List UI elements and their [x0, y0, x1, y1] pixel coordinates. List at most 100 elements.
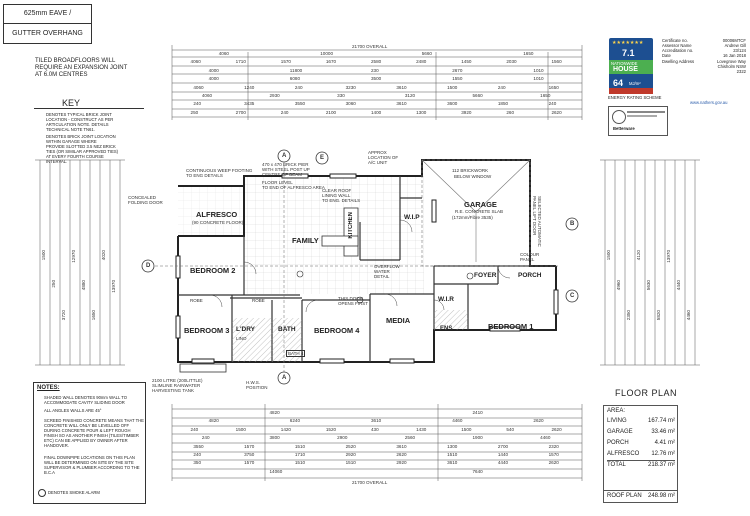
- a6-line2: SLIMLINE RAINWATER: [152, 383, 201, 388]
- top-dim-r2-3: 1670: [325, 59, 337, 65]
- key-item1-line3: ARTICULATION NOTE. DETAILS: [46, 122, 109, 127]
- nathers-url: www.nathers.gov.au: [690, 100, 728, 105]
- area-label: AREA:: [607, 408, 626, 414]
- bottom-dim-r5-5: 1300: [447, 443, 458, 449]
- bottom-dim-r3-2: 1420: [280, 426, 291, 432]
- rainwater-tank: [179, 363, 227, 373]
- key-item1-line1: DENOTES TYPICAL BRICK JOINT: [46, 112, 112, 117]
- cert-k2: Assessor Name: [662, 43, 692, 48]
- a12-line3: DETAIL: [374, 274, 390, 279]
- a1-line3: CENTRE OF BEAM: [262, 172, 303, 177]
- a9-line2: PANEL LIFT DOOR: [532, 196, 537, 236]
- annotation-clear-roof: CLEAR ROOF LINING WALL TO ENG. DETAILS: [322, 188, 360, 203]
- note4-line1: FINAL DOWNPIPE LOCATIONS ON THIS PLAN: [44, 455, 135, 460]
- bottom-dim-r5-4: 3610: [396, 443, 407, 449]
- bottom-dim-r4-0: 240: [201, 435, 210, 441]
- bottom-dim-r3-7: 540: [506, 426, 514, 432]
- a3-line2: FOLDING DOOR: [128, 200, 163, 205]
- a5-line1: CONTINUOUS WEEP FOOTING: [186, 168, 253, 173]
- key-item2-line3: PROVIDE SLOTTED 3.5 NEZ BRICK: [46, 144, 116, 149]
- right-dim-7: 4440: [676, 280, 681, 291]
- a6-line1: 2100 LITRE (200LITTLE): [152, 378, 203, 383]
- bottom-dim-r2-0: 4820: [208, 418, 219, 424]
- bottom-dim-r6-6: 1440: [497, 452, 509, 457]
- top-dim-r7-6: 1850: [497, 101, 509, 107]
- kitchen-island: [321, 235, 359, 247]
- left-dim-0: 1500: [41, 250, 46, 261]
- top-dim-r2-5: 2480: [416, 59, 427, 65]
- a10-line3: TO ENG. DETAILS: [322, 198, 361, 203]
- annotation-overflow: OVERFLOW WATER DETAIL: [374, 264, 400, 279]
- room-garage: GARAGE: [464, 200, 497, 209]
- top-dim-r1-0: 4060: [218, 51, 229, 56]
- annotation-folding-door: CONCEALED FOLDING DOOR: [128, 195, 163, 205]
- betterware-badge: Betterware: [608, 106, 668, 136]
- bottom-dim-r4-1: 3800: [269, 435, 280, 441]
- top-dim-r3-3: 2670: [452, 67, 463, 73]
- area-alfresco-v: 12.76 m²: [651, 451, 675, 457]
- energy-value: 64: [613, 78, 624, 88]
- key-item-1: DENOTES TYPICAL BRICK JOINT LOCATION - C…: [46, 112, 136, 132]
- note-3: SCREED FINISHED CONCRETE MEANS THAT THE …: [44, 418, 144, 448]
- key-item1-line4: TECHNICAL NOTE TN61.: [46, 127, 95, 132]
- brand-line1: NATIONWIDE: [611, 61, 638, 66]
- a9-line1: SELECTED AUTOMATIC: [537, 196, 542, 247]
- note-4: FINAL DOWNPIPE LOCATIONS ON THIS PLAN WI…: [44, 455, 144, 475]
- a8-line2: OPENS FIRST: [338, 301, 369, 306]
- top-dim-r3-2: 230: [371, 67, 379, 73]
- marker-e-top: E: [320, 155, 325, 161]
- bottom-dimension-lines: [171, 404, 583, 481]
- annotation-floor-level: FLOOR LEVEL TO END OF ALFRESCO AREA: [262, 180, 325, 190]
- bottom-dim-r4-3: 2560: [404, 435, 416, 441]
- expansion-joint-note: TILED BROADFLOORS WILL REQUIRE AN EXPANS…: [35, 58, 145, 79]
- cert-k1: Certificate no.: [662, 38, 688, 43]
- left-dim-4: 4880: [81, 280, 86, 291]
- key-item2-line6: INTERVAL.: [46, 159, 68, 164]
- ensuite-floor: [434, 310, 468, 330]
- top-dim-r5-0: 4060: [193, 84, 204, 90]
- top-dim-r7-4: 3610: [396, 101, 407, 107]
- bottom-dim-r5-3: 2520: [345, 443, 356, 449]
- seal-icon: [612, 110, 626, 124]
- right-dim-5: 5820: [656, 310, 661, 321]
- top-dim-r6-4: 5660: [472, 93, 483, 98]
- annotation-panel-lift-door: SELECTED AUTOMATIC PANEL LIFT DOOR: [532, 196, 542, 247]
- a1-line2: WITH STEEL POST UP: [262, 167, 310, 172]
- top-dim-r4-4: 1010: [533, 76, 544, 82]
- top-dim-r2-2: 1570: [280, 59, 291, 65]
- top-dim-r3-1: 11800: [289, 67, 303, 73]
- right-dim-8: 4460: [686, 310, 691, 321]
- left-dim-5: 1650: [91, 310, 96, 321]
- annotation-weep-footing: CONTINUOUS WEEP FOOTING TO ENG DETAILS: [186, 168, 252, 178]
- note-1: SHADED WALL DENOTES 90mm WALL TO ACCOMMO…: [44, 395, 144, 405]
- top-dim-r7-1: 3435: [244, 101, 255, 107]
- side-dimension-lines: [35, 159, 700, 366]
- bottom-dim-r4-4: 1900: [472, 435, 483, 441]
- note1-line1: SHADED WALL DENOTES 90mm WALL TO: [44, 395, 127, 400]
- star-row: ★★★★★★★: [612, 40, 644, 46]
- bottom-dim-r3-4: 430: [371, 426, 379, 432]
- robe-2: ROBE: [252, 298, 265, 303]
- door-swings: [209, 219, 511, 313]
- bottom-dim-r8-0: 14060: [269, 468, 283, 474]
- area-living-k: LIVING: [607, 418, 627, 424]
- cert-dwelling-k: Dwelling Address: [662, 59, 695, 64]
- room-alfresco-sub: (90 CONCRETE FLOOR): [192, 220, 244, 225]
- left-dim-7: 13970: [111, 280, 116, 293]
- cert-v1: 00006MTCF: [722, 38, 746, 43]
- annotation-rain-tank: 2100 LITRE (200LITTLE) SLIMLINE RAINWATE…: [152, 378, 203, 393]
- bottom-dim-r7-6: 4440: [497, 460, 509, 466]
- top-dim-r2-4: 2580: [371, 59, 382, 65]
- room-bedroom-2: BEDROOM 2: [190, 266, 236, 275]
- area-total-k: TOTAL: [607, 462, 626, 468]
- top-dim-r1-1: 10000: [320, 51, 334, 56]
- area-total-v: 218.37 m²: [647, 462, 675, 468]
- bottom-dim-r5-0: 3550: [193, 443, 204, 449]
- marker-a-top: A: [282, 153, 287, 159]
- top-dim-r8-8: 2620: [551, 109, 562, 115]
